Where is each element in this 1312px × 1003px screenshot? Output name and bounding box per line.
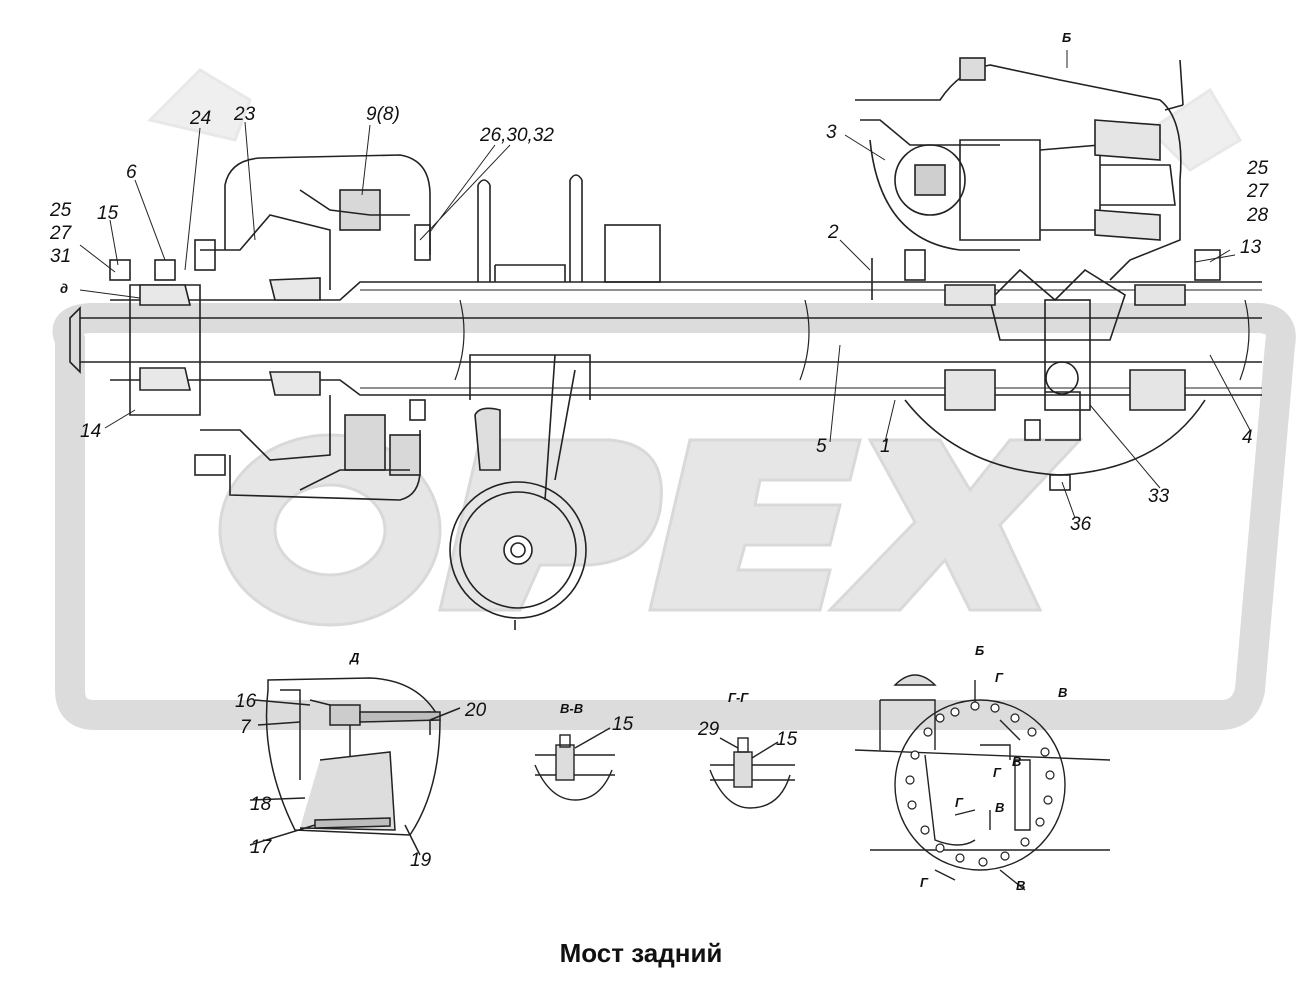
detail-d-label-20: 20 xyxy=(464,700,487,721)
axle-housing-upper xyxy=(110,281,1262,301)
label-view-b: Б xyxy=(1062,30,1071,45)
label-23: 23 xyxy=(233,104,256,125)
detail-d-title: Д xyxy=(349,650,360,665)
axle-housing-lower xyxy=(110,379,1262,396)
axle-assembly xyxy=(69,57,1262,630)
label-25-right: 25 xyxy=(1246,158,1269,179)
view-b-v-4: В xyxy=(1016,878,1025,893)
brake-chamber xyxy=(449,354,591,630)
detail-d-label-16: 16 xyxy=(235,691,257,712)
view-b-g-2: Г xyxy=(993,765,1002,780)
label-13: 13 xyxy=(1240,237,1262,258)
hub-flange xyxy=(69,306,81,374)
view-b: Б Г В Г В Г В Г В xyxy=(854,643,1111,893)
flange-bolts xyxy=(905,701,1055,867)
main-view-labels: 24 23 9(8) 26,30,32 6 25 27 31 15 д 14 3… xyxy=(49,30,1270,535)
view-b-v-2: В xyxy=(1012,754,1021,769)
differential-housing xyxy=(855,57,1221,491)
detail-d-label-18: 18 xyxy=(250,794,272,815)
section-g-g: Г-Г 29 15 xyxy=(697,690,798,809)
label-27-right: 27 xyxy=(1246,181,1270,202)
label-31: 31 xyxy=(50,246,71,267)
section-v-v-title: В-В xyxy=(560,701,583,716)
spring-bracket xyxy=(477,180,583,282)
label-14: 14 xyxy=(80,421,101,442)
detail-d-label-17: 17 xyxy=(250,837,273,858)
leader-lines xyxy=(79,50,1251,519)
label-26-30-32: 26,30,32 xyxy=(479,125,554,146)
label-15-left: 15 xyxy=(97,203,119,224)
view-b-title: Б xyxy=(975,643,984,658)
label-detail-d: д xyxy=(60,281,68,296)
label-3: 3 xyxy=(826,122,837,143)
section-g-g-label-15: 15 xyxy=(776,729,798,750)
section-v-v-label-15: 15 xyxy=(612,714,634,735)
detail-d-label-7: 7 xyxy=(240,717,252,738)
label-4: 4 xyxy=(1242,427,1253,448)
view-b-v-1: В xyxy=(1058,685,1067,700)
label-24: 24 xyxy=(189,108,211,129)
label-33: 33 xyxy=(1148,486,1170,507)
label-28: 28 xyxy=(1246,205,1269,226)
section-g-g-label-29: 29 xyxy=(697,719,720,740)
detail-d-view: Д 16 7 20 18 17 19 xyxy=(235,650,487,871)
view-b-g-3: Г xyxy=(955,795,964,810)
label-36: 36 xyxy=(1070,514,1092,535)
page-caption: Мост задний xyxy=(559,938,723,968)
view-b-g-1: Г xyxy=(995,670,1004,685)
detail-d-label-19: 19 xyxy=(410,850,432,871)
opex-watermark xyxy=(52,68,1296,730)
section-v-v: В-В 15 xyxy=(534,701,634,801)
section-g-g-title: Г-Г xyxy=(728,690,749,705)
label-1: 1 xyxy=(880,436,891,457)
view-b-g-4: Г xyxy=(920,875,929,890)
label-9-8: 9(8) xyxy=(366,104,400,125)
label-5: 5 xyxy=(816,436,827,457)
view-b-v-3: В xyxy=(995,800,1004,815)
label-27-left: 27 xyxy=(49,223,73,244)
brake-drum xyxy=(224,154,431,255)
label-25-left: 25 xyxy=(49,200,72,221)
label-2: 2 xyxy=(827,222,839,243)
label-6: 6 xyxy=(126,162,137,183)
